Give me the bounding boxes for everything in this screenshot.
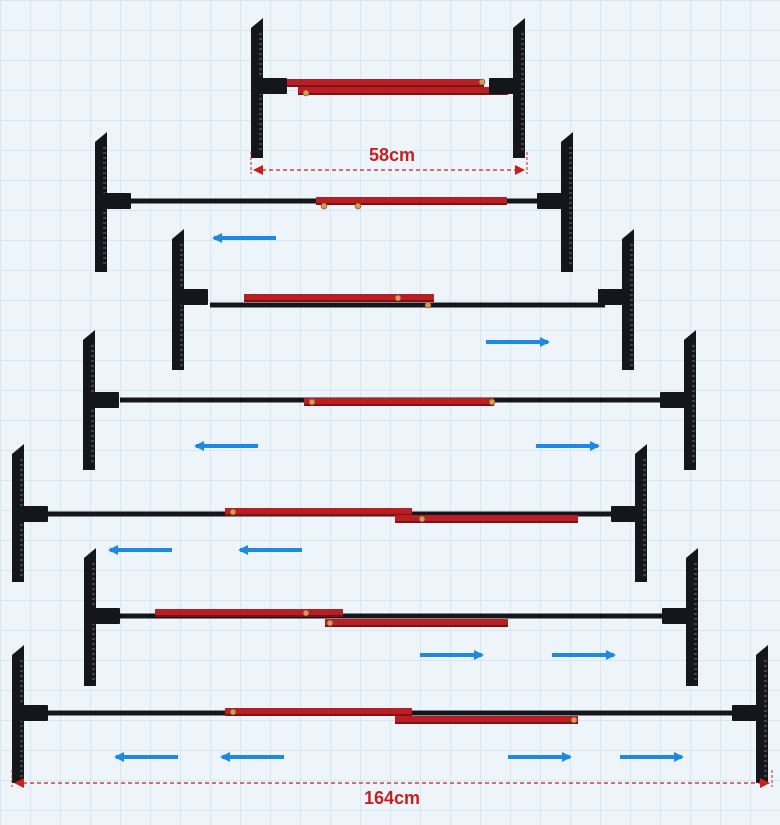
red-rail-edge <box>268 85 484 87</box>
red-rail <box>268 79 484 87</box>
right-bracket <box>598 289 628 305</box>
red-rail <box>316 197 507 205</box>
adjust-knob <box>326 619 334 627</box>
adjust-knob <box>424 301 432 309</box>
adjust-knob <box>488 398 496 406</box>
red-rail-edge <box>225 514 412 516</box>
left-bracket <box>257 78 287 94</box>
right-bracket <box>489 78 519 94</box>
red-rail <box>395 716 578 724</box>
red-rail-edge <box>298 93 508 95</box>
extension-rod <box>120 613 670 619</box>
adjust-knob <box>229 708 237 716</box>
red-rail <box>155 609 343 617</box>
adjust-knob <box>478 78 486 86</box>
adjust-knob <box>302 89 310 97</box>
adjust-knob <box>302 609 310 617</box>
left-bracket <box>18 506 48 522</box>
adjust-knob <box>418 515 426 523</box>
red-rail-edge <box>316 203 507 205</box>
red-rail-edge <box>304 404 494 406</box>
red-rail <box>325 619 508 627</box>
adjust-knob <box>308 398 316 406</box>
left-bracket <box>178 289 208 305</box>
left-bracket <box>101 193 131 209</box>
right-bracket <box>662 608 692 624</box>
red-rail <box>225 508 412 516</box>
red-rail <box>244 294 434 302</box>
right-bracket <box>537 193 567 209</box>
red-rail <box>395 515 578 523</box>
red-rail-edge <box>244 300 434 302</box>
red-rail <box>304 398 494 406</box>
right-bracket <box>611 506 641 522</box>
red-rail-edge <box>155 615 343 617</box>
left-bracket <box>18 705 48 721</box>
red-rail-edge <box>225 714 412 716</box>
right-bracket <box>660 392 690 408</box>
left-bracket <box>89 392 119 408</box>
red-rail-edge <box>395 722 578 724</box>
adjust-knob <box>394 294 402 302</box>
red-rail-edge <box>325 625 508 627</box>
extension-rod <box>210 302 605 308</box>
adjust-knob <box>229 508 237 516</box>
red-rail <box>225 708 412 716</box>
adjust-knob <box>320 202 328 210</box>
adjust-knob <box>354 202 362 210</box>
min-length-label: 58cm <box>369 145 416 165</box>
right-bracket <box>732 705 762 721</box>
max-length-label: 164cm <box>364 788 421 808</box>
red-rail-edge <box>395 521 578 523</box>
red-rail <box>298 87 508 95</box>
left-bracket <box>90 608 120 624</box>
adjust-knob <box>570 716 578 724</box>
